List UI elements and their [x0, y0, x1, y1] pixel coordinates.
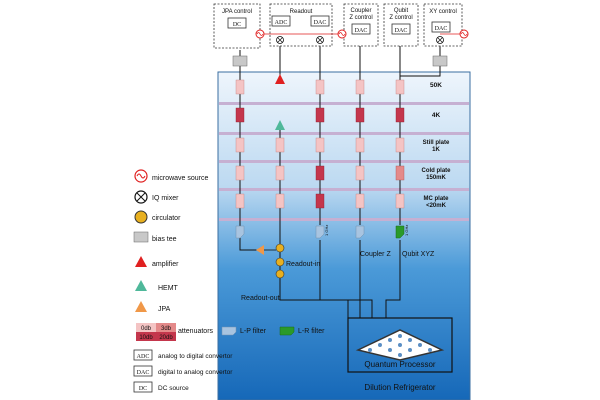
legend-hemt: HEMT — [158, 285, 179, 292]
filters: 1 GHz 1 GHz — [235, 225, 409, 239]
lr-filter-icon — [395, 225, 405, 239]
hemt-icon — [135, 280, 147, 291]
legend-att-0db: 0db — [141, 326, 152, 332]
attenuator-column-readout-in — [315, 79, 325, 209]
attenuators — [235, 79, 405, 209]
coupler-control-title: Coupler — [350, 8, 371, 14]
legend-adc: analog to digital convertor — [158, 353, 233, 360]
attenuator-column-coupler — [355, 79, 365, 209]
readout-frontend: Readout-in Readout-out Coupler Z Qubit X… — [241, 243, 435, 302]
legend-jpa: JPA — [158, 306, 171, 313]
circulator-icon — [275, 257, 285, 267]
qubit-control-subtitle: Z control — [389, 15, 412, 21]
qubit-line-label: Qubit XYZ — [402, 251, 435, 258]
bias-tee-icon — [133, 231, 149, 243]
stage-label-still: Still plate — [423, 140, 450, 146]
legend-bias-tee: bias tee — [152, 236, 177, 243]
jpa-icon — [256, 245, 264, 255]
lp-filter-icon — [235, 225, 245, 239]
legend-att-3db: 3db — [161, 326, 172, 332]
legend-adc-box: ADC — [137, 354, 150, 360]
hemt-icon — [275, 120, 285, 130]
readout-control-title: Readout — [290, 9, 313, 15]
jpa-control-title: JPA control — [222, 9, 252, 15]
qubit-lattice — [368, 334, 432, 357]
control-electronics: JPA control DC Readout ADC DAC Coupler Z… — [213, 3, 463, 67]
bias-tee-icon — [232, 55, 248, 67]
legend: microwave source IQ mixer circulator bia… — [133, 169, 325, 393]
stage-label-50k: 50K — [430, 82, 442, 89]
readout-dac-box: DAC — [314, 20, 327, 26]
fridge-label: Dilution Refrigerator — [364, 383, 435, 392]
filter-label-lr: 1 GHz — [404, 225, 409, 236]
coupler-dac-box: DAC — [355, 28, 368, 34]
legend-dac: digital to analog convertor — [158, 369, 233, 376]
readout-out-label: Readout-out — [241, 295, 280, 302]
attenuator-column-jpa — [235, 79, 245, 209]
bias-tee-icon — [432, 55, 448, 67]
processor-label: Quantum Processor — [364, 360, 435, 369]
coupler-control-subtitle: Z control — [349, 15, 372, 21]
legend-dc-box: DC — [139, 386, 147, 392]
jpa-dc-box: DC — [233, 22, 241, 28]
stage-bands — [219, 102, 469, 221]
qubit-control-title: Qubit — [394, 8, 409, 14]
xy-dac-box: DAC — [435, 26, 448, 32]
attenuator-column-readout-out — [275, 137, 285, 209]
quantum-processor: Quantum Processor — [347, 317, 453, 373]
legend-lr-filter: L-R filter — [298, 328, 325, 335]
lp-filter-icon — [355, 225, 365, 239]
legend-circulator: circulator — [152, 215, 181, 222]
circulator-icon — [275, 269, 285, 279]
legend-attenuators: attenuators — [178, 328, 214, 335]
legend-att-20db: 20db — [159, 335, 173, 341]
stage-labels: 50K 4K Still plate 1K Cold plate 150mK M… — [421, 82, 451, 209]
xy-control-title: XY control — [429, 9, 457, 15]
stage-label-cold-temp: 150mK — [426, 175, 446, 181]
legend-att-10db: 10db — [139, 335, 153, 341]
readout-adc-box: ADC — [275, 20, 288, 26]
circulator-icon — [275, 243, 285, 253]
lp-filter-icon — [315, 225, 325, 239]
amplifier-icon — [135, 256, 147, 267]
coupler-line-label: Coupler Z — [360, 251, 391, 258]
lr-filter-icon — [279, 326, 295, 336]
fridge: 50K 4K Still plate 1K Cold plate 150mK M… — [217, 71, 471, 400]
stage-label-mc: MC plate — [423, 196, 449, 202]
stage-label-mc-temp: <20mK — [426, 203, 447, 209]
legend-lp-filter: L-P filter — [240, 328, 267, 335]
stage-label-cold: Cold plate — [421, 168, 451, 174]
readout-in-label: Readout-in — [286, 261, 320, 268]
qubit-dac-box: DAC — [395, 28, 408, 34]
stage-label-4k: 4K — [432, 112, 441, 119]
attenuator-column-qubit — [395, 79, 405, 209]
legend-dac-box: DAC — [137, 370, 150, 376]
filter-label-lp: 1 GHz — [324, 225, 329, 236]
jpa-icon — [135, 301, 147, 312]
legend-amplifier: amplifier — [152, 261, 179, 268]
legend-iq-mixer: IQ mixer — [152, 195, 179, 202]
amplifier-icon — [275, 74, 285, 84]
legend-microwave-source: microwave source — [152, 175, 209, 182]
lp-filter-icon — [221, 326, 237, 336]
stage-label-still-temp: 1K — [432, 147, 440, 153]
legend-dc: DC source — [158, 385, 189, 392]
circulator-icon — [134, 210, 148, 224]
